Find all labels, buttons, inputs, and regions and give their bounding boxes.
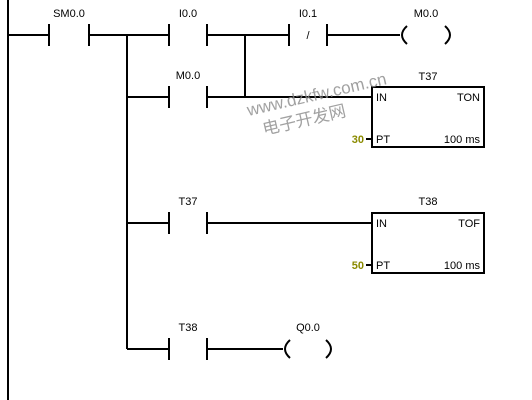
coil-m00-label: M0.0 xyxy=(414,8,438,20)
coil-q00[interactable] xyxy=(284,339,332,359)
contact-i00-label: I0.0 xyxy=(179,8,197,20)
contact-t37[interactable] xyxy=(168,212,208,234)
timer-tof-preset[interactable]: 50 xyxy=(352,260,364,272)
contact-sm00[interactable] xyxy=(48,24,90,46)
rung-1-wires xyxy=(8,34,400,349)
contact-i01-symbol: / xyxy=(306,30,310,42)
coil-q00-label: Q0.0 xyxy=(296,322,320,334)
contact-i01-nc[interactable] xyxy=(288,24,328,46)
timer-ton-pt: PT xyxy=(376,134,390,146)
timer-tof-box[interactable] xyxy=(371,212,485,274)
timer-ton-preset[interactable]: 30 xyxy=(352,134,364,146)
contact-t38[interactable] xyxy=(168,338,208,360)
timer-tof-base: 100 ms xyxy=(444,260,481,272)
timer-tof-type: TOF xyxy=(458,218,480,230)
contact-sm00-label: SM0.0 xyxy=(53,8,85,20)
watermark: www.dzkfw.com.cn 电子开发网 xyxy=(244,69,388,139)
timer-tof-pt: PT xyxy=(376,260,390,272)
rung-2-wires xyxy=(127,222,372,266)
contact-i00[interactable] xyxy=(168,24,208,46)
contact-m00-label: M0.0 xyxy=(176,70,200,82)
contact-t37-label: T37 xyxy=(179,196,198,208)
timer-ton-type: TON xyxy=(457,92,480,104)
timer-ton-base: 100 ms xyxy=(444,134,481,146)
contact-i01-label: I0.1 xyxy=(299,8,317,20)
contact-m00[interactable] xyxy=(168,86,208,108)
coil-m00[interactable] xyxy=(401,25,451,45)
timer-ton-box[interactable] xyxy=(371,86,485,148)
timer-ton-name: T37 xyxy=(419,71,438,83)
timer-tof-name: T38 xyxy=(419,196,438,208)
timer-tof-in: IN xyxy=(376,218,387,230)
contact-t38-label: T38 xyxy=(179,322,198,334)
timer-ton-in: IN xyxy=(376,92,387,104)
